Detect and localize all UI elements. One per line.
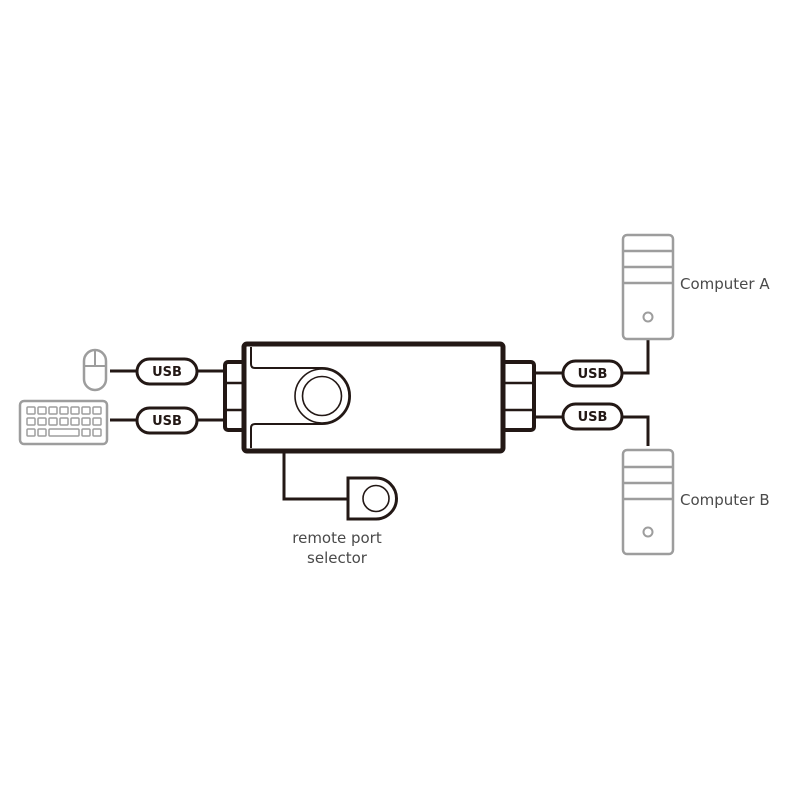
push-button-icon	[294, 368, 350, 424]
usb-connector-left-top: USB	[135, 357, 199, 386]
computer-a-cable	[622, 338, 650, 375]
remote-label-line1: remote port	[292, 529, 382, 547]
computer-b-icon	[621, 448, 675, 556]
usb-label: USB	[152, 414, 182, 429]
computer-a-label: Computer A	[680, 275, 770, 293]
remote-cable	[282, 451, 348, 501]
keyboard-icon	[18, 399, 109, 446]
remote-label-line2: selector	[307, 549, 368, 567]
remote-selector-icon	[346, 476, 398, 521]
computer-b-label: Computer B	[680, 491, 770, 509]
kvm-switch-icon	[223, 341, 536, 454]
usb-connector-right-top: USB	[561, 359, 624, 388]
usb-label: USB	[152, 365, 182, 380]
computer-a-icon	[621, 233, 675, 341]
computer-b-cable	[622, 415, 650, 446]
usb-label: USB	[578, 367, 608, 382]
usb-label: USB	[578, 410, 608, 425]
usb-connector-right-bottom: USB	[561, 402, 624, 431]
mouse-icon	[82, 348, 108, 392]
usb-connector-left-bottom: USB	[135, 406, 199, 435]
